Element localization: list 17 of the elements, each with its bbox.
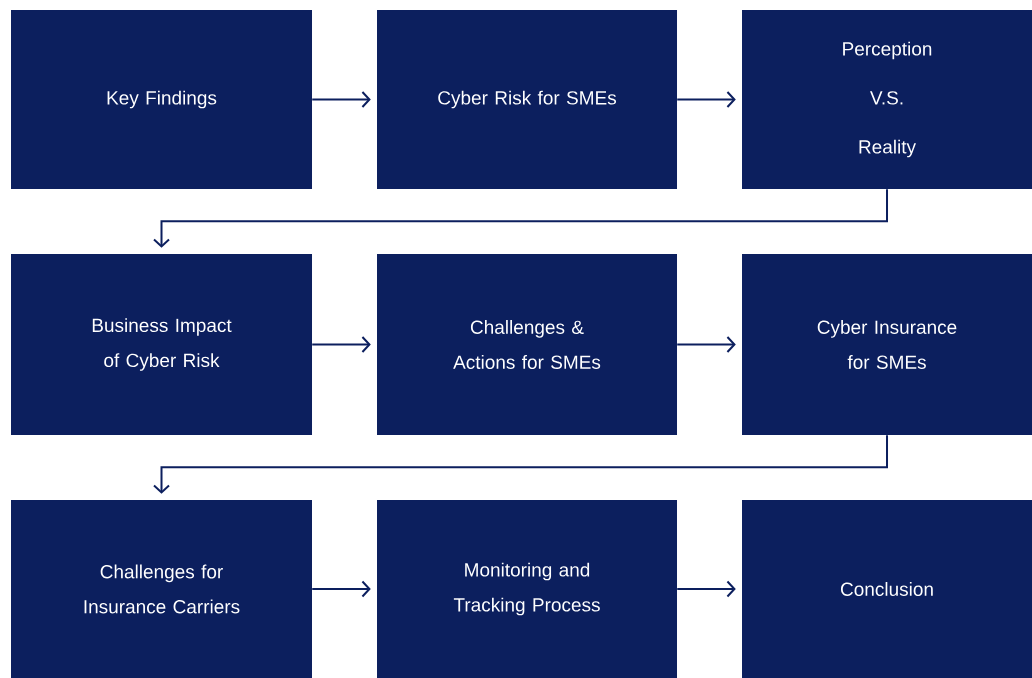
arrow [311,91,371,108]
arrow [311,580,371,598]
process-box: Cyber Insurance for SMEs [742,254,1032,435]
arrow [153,434,888,494]
arrow [676,91,736,108]
process-box: Business Impact of Cyber Risk [11,254,312,435]
process-box: Conclusion [742,500,1032,678]
arrow [153,188,888,248]
process-box: Monitoring and Tracking Process [377,500,677,678]
arrow [676,336,736,353]
arrow [676,580,736,598]
process-box: Challenges for Insurance Carriers [11,500,312,678]
process-box: Perception V.S. Reality [742,10,1032,189]
process-box: Cyber Risk for SMEs [377,10,677,189]
arrow [311,336,371,353]
process-box: Challenges & Actions for SMEs [377,254,677,435]
process-box: Key Findings [11,10,312,189]
